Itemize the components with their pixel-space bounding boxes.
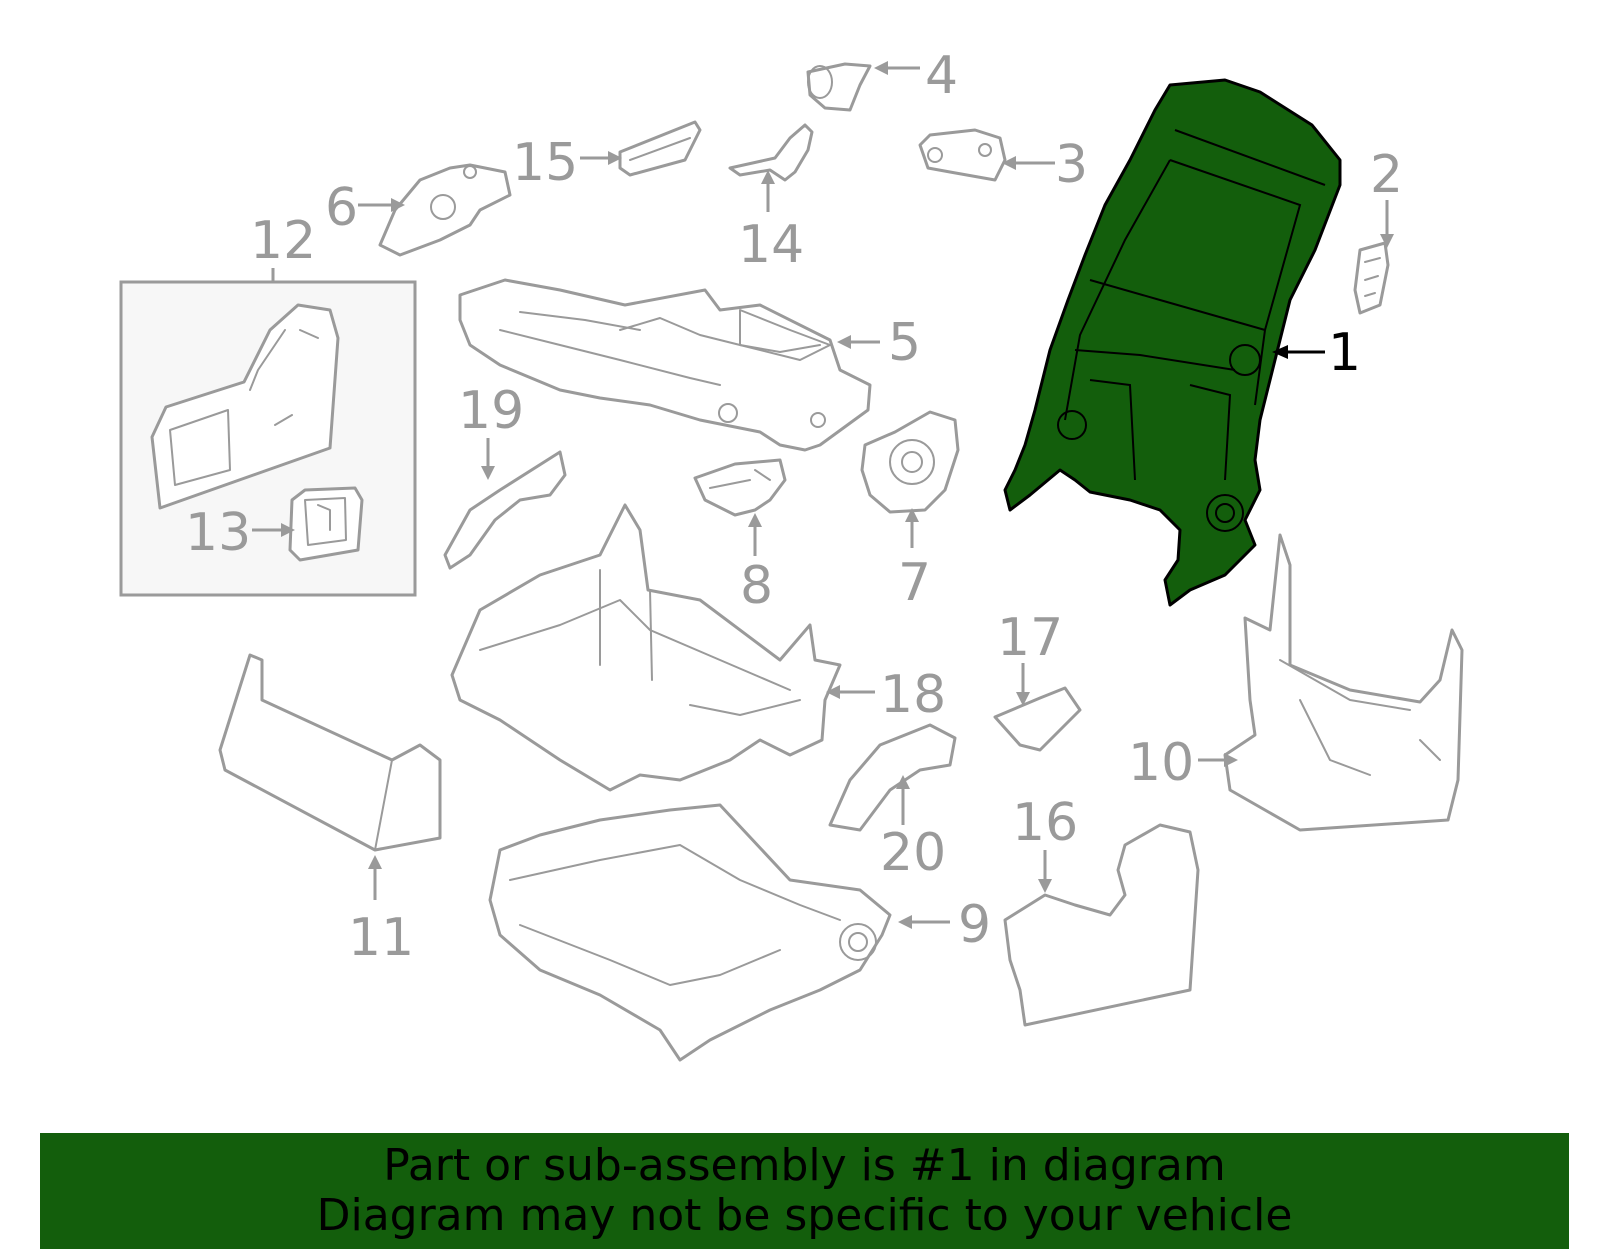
- part-6-motor[interactable]: [378, 163, 512, 257]
- banner-line-1: Part or sub-assembly is #1 in diagram: [383, 1140, 1226, 1191]
- part-7-recliner[interactable]: [860, 410, 960, 514]
- part-1-seatback-frame[interactable]: [1003, 78, 1342, 607]
- callout-19: 19: [458, 381, 524, 441]
- callout-10: 10: [1128, 733, 1194, 793]
- part-3-bracket[interactable]: [918, 128, 1007, 182]
- info-banner: Part or sub-assembly is #1 in diagram Di…: [40, 1133, 1569, 1249]
- callout-8: 8: [740, 556, 773, 616]
- banner-line-2: Diagram may not be specific to your vehi…: [316, 1190, 1293, 1241]
- part-19-trim[interactable]: [443, 450, 567, 570]
- part-10-side-shield[interactable]: [1223, 533, 1464, 832]
- part-2-switch[interactable]: [1353, 241, 1390, 315]
- callout-labels: 1 2 3 4 5 6 7 8 9 10 11 12 13 14 15 16 1…: [185, 46, 1403, 968]
- part-15-bracket[interactable]: [618, 120, 702, 177]
- part-17-bracket[interactable]: [993, 686, 1082, 752]
- callout-12: 12: [250, 211, 316, 271]
- callout-16: 16: [1012, 793, 1078, 853]
- part-5-seat-pan[interactable]: [458, 278, 872, 452]
- callout-11: 11: [348, 908, 414, 968]
- callout-6: 6: [325, 178, 358, 238]
- callout-9: 9: [958, 895, 991, 955]
- part-18-shroud[interactable]: [450, 503, 842, 792]
- callout-14: 14: [738, 215, 804, 275]
- callout-17: 17: [997, 608, 1063, 668]
- part-20-trim[interactable]: [828, 723, 957, 832]
- callout-7: 7: [898, 553, 931, 613]
- callout-4: 4: [925, 46, 958, 106]
- callout-3: 3: [1055, 135, 1088, 195]
- callout-20: 20: [880, 823, 946, 883]
- part-12-side-panel[interactable]: [150, 303, 340, 510]
- callout-5: 5: [888, 313, 921, 373]
- part-9-base-frame[interactable]: [488, 803, 892, 1062]
- callout-2: 2: [1370, 145, 1403, 205]
- callout-13: 13: [185, 503, 251, 563]
- part-8-cover[interactable]: [693, 458, 787, 517]
- callout-18: 18: [880, 665, 946, 725]
- part-13-bracket[interactable]: [288, 486, 364, 562]
- part-11-front-trim[interactable]: [218, 653, 442, 852]
- leader-lines: [252, 61, 1394, 929]
- part-16-back-panel[interactable]: [1003, 823, 1200, 1027]
- callout-15: 15: [512, 133, 578, 193]
- part-14-bracket[interactable]: [728, 123, 814, 182]
- callout-1: 1: [1328, 323, 1361, 383]
- part-4-clip[interactable]: [806, 62, 872, 112]
